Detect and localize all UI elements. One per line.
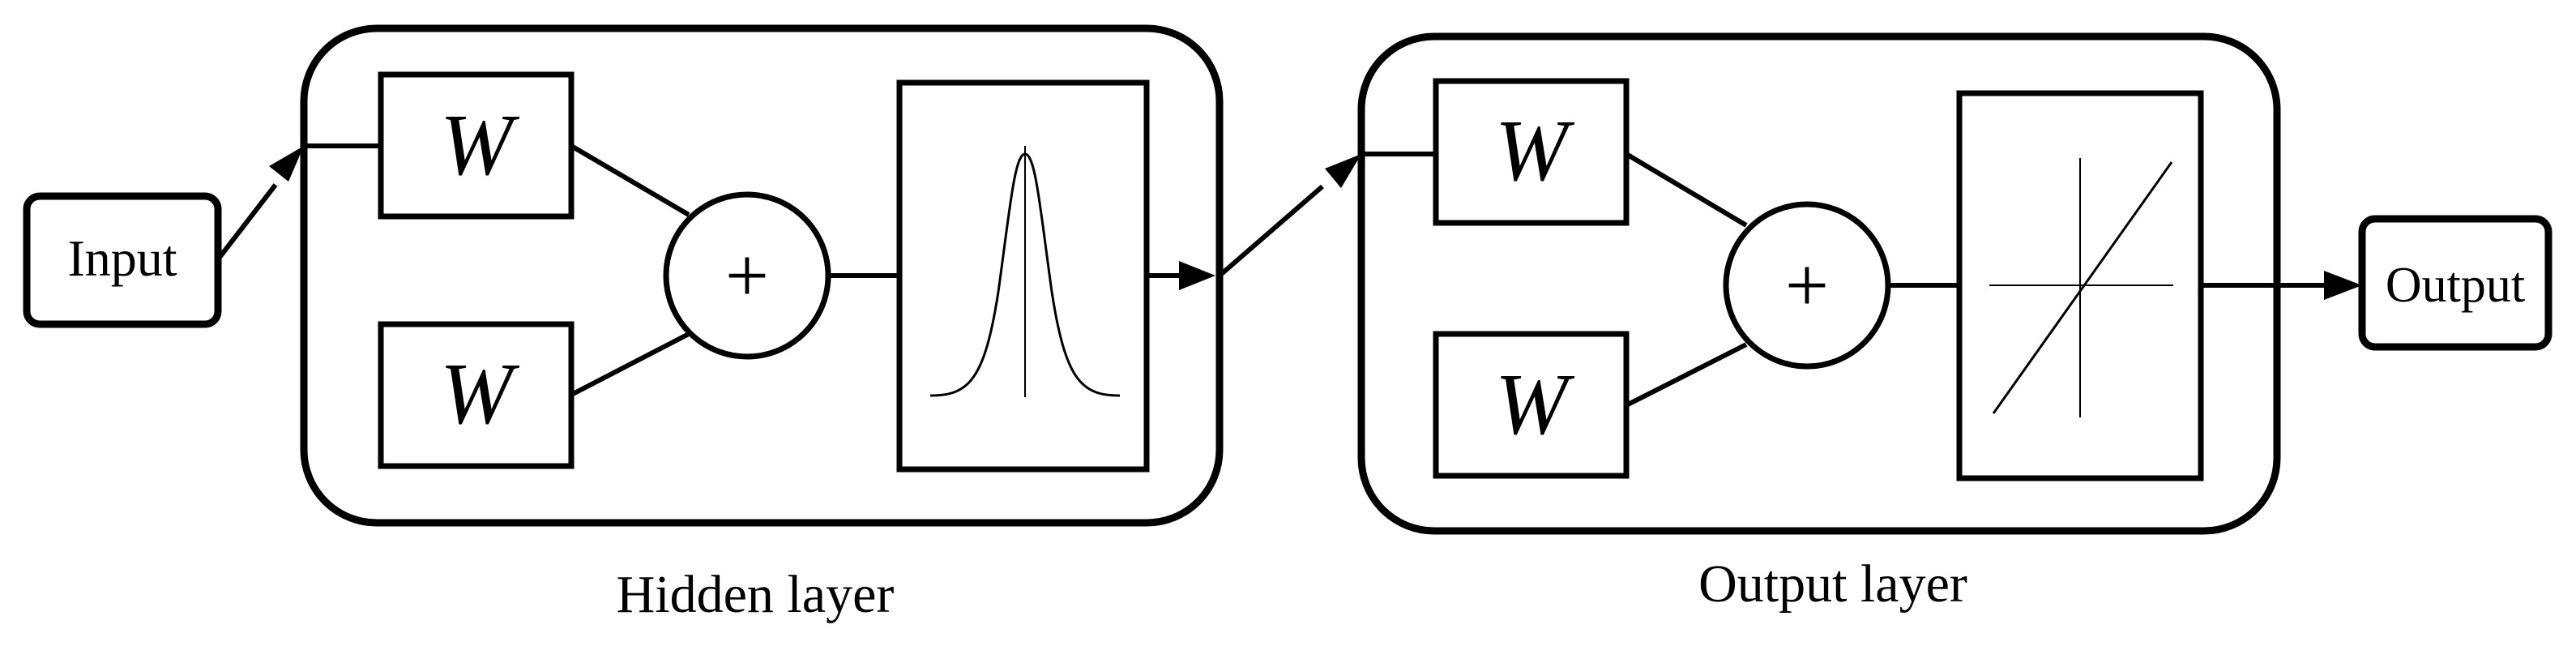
arrowhead-icon	[269, 146, 304, 182]
output-weight-bottom	[1433, 331, 1630, 479]
output-sum-symbol: +	[1785, 242, 1829, 328]
hidden-layer-caption: Hidden layer	[617, 565, 895, 624]
output-layer-caption: Output layer	[1698, 554, 1967, 614]
linear-activation-icon	[1989, 158, 2173, 417]
output-weight-bottom-label: W	[1495, 357, 1575, 453]
arrow-hidden-to-output	[1218, 154, 1361, 278]
output-node: Output	[2358, 215, 2553, 351]
hidden-weight-top	[378, 71, 575, 220]
arrowhead-icon	[2324, 271, 2362, 300]
input-node: Input	[23, 192, 222, 328]
gaussian-activation-icon	[929, 146, 1121, 397]
input-label: Input	[67, 229, 177, 287]
output-label: Output	[2386, 258, 2525, 313]
hidden-sum-symbol: +	[725, 232, 769, 319]
output-layer: W W +	[1357, 32, 2362, 535]
hidden-weight-bottom	[378, 321, 575, 469]
hidden-activation-box	[896, 79, 1150, 473]
output-box	[2358, 215, 2553, 351]
hidden-weight-bottom-label: W	[440, 346, 520, 443]
output-weight-top-label: W	[1495, 103, 1575, 199]
input-box	[23, 192, 222, 328]
output-weight-top	[1433, 78, 1630, 226]
arrowhead-icon	[1325, 154, 1361, 188]
hidden-layer: W W +	[300, 24, 1224, 527]
hidden-weight-top-label: W	[440, 97, 520, 194]
arrowhead-icon	[1179, 261, 1215, 290]
arrow-input-to-hidden	[216, 146, 304, 261]
